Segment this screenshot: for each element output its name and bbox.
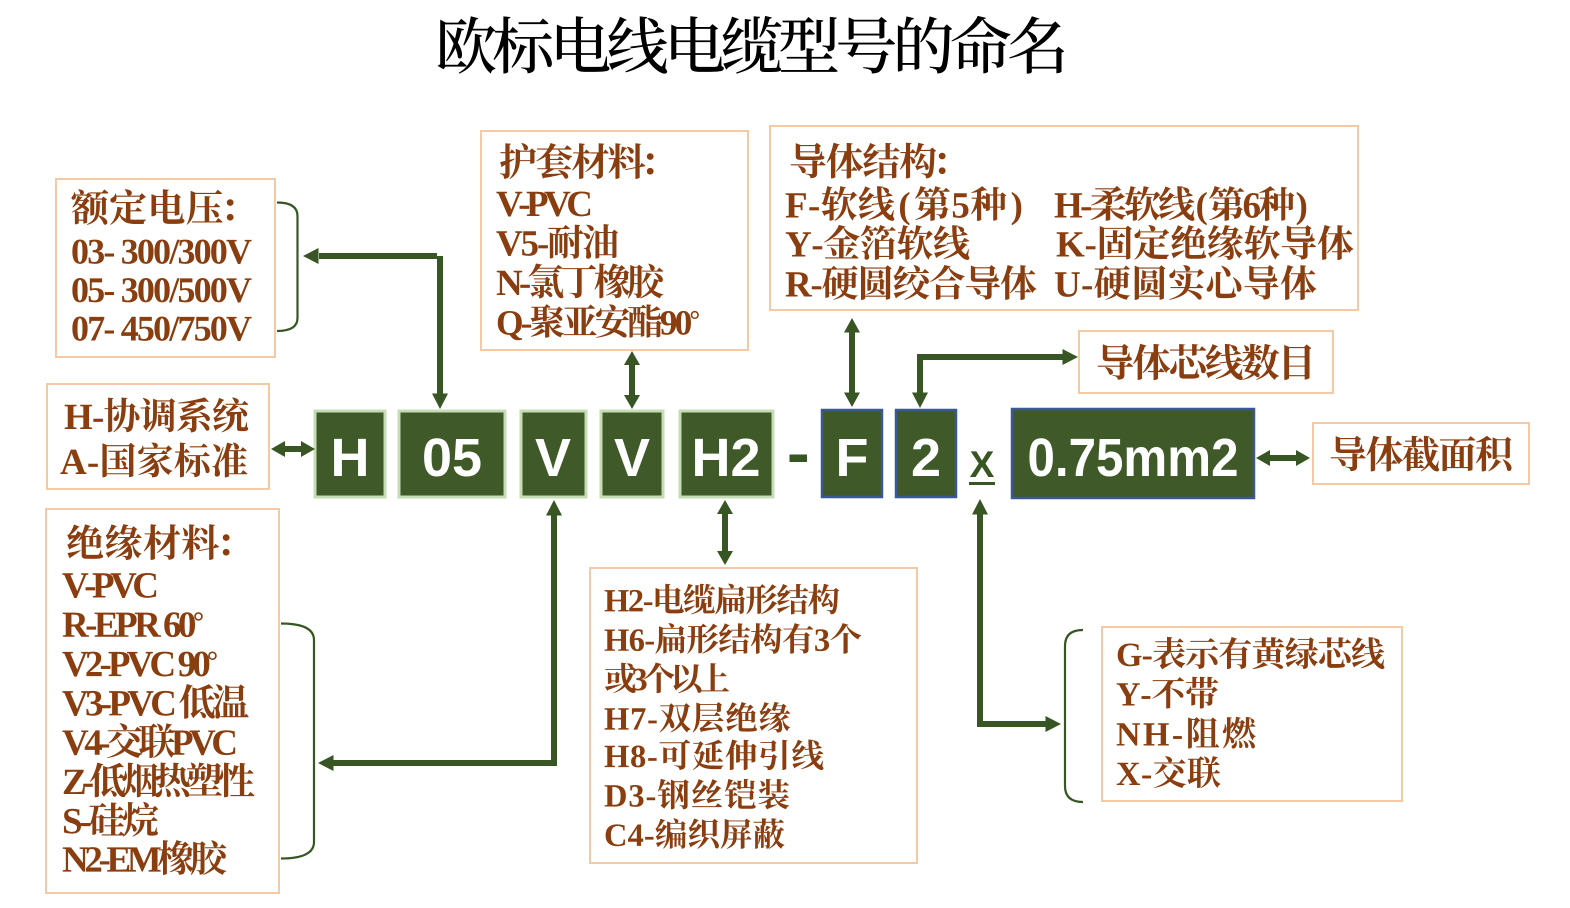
svg-text:0.75mm2: 0.75mm2 xyxy=(1028,428,1239,488)
svg-text:2: 2 xyxy=(911,428,941,488)
svg-text:V: V xyxy=(535,428,571,488)
svg-text:X: X xyxy=(970,444,995,485)
svg-text:V: V xyxy=(614,428,650,488)
svg-text:05: 05 xyxy=(422,428,482,488)
svg-text:H: H xyxy=(331,428,370,488)
svg-text:F: F xyxy=(836,428,869,488)
svg-text:H2: H2 xyxy=(691,428,760,488)
